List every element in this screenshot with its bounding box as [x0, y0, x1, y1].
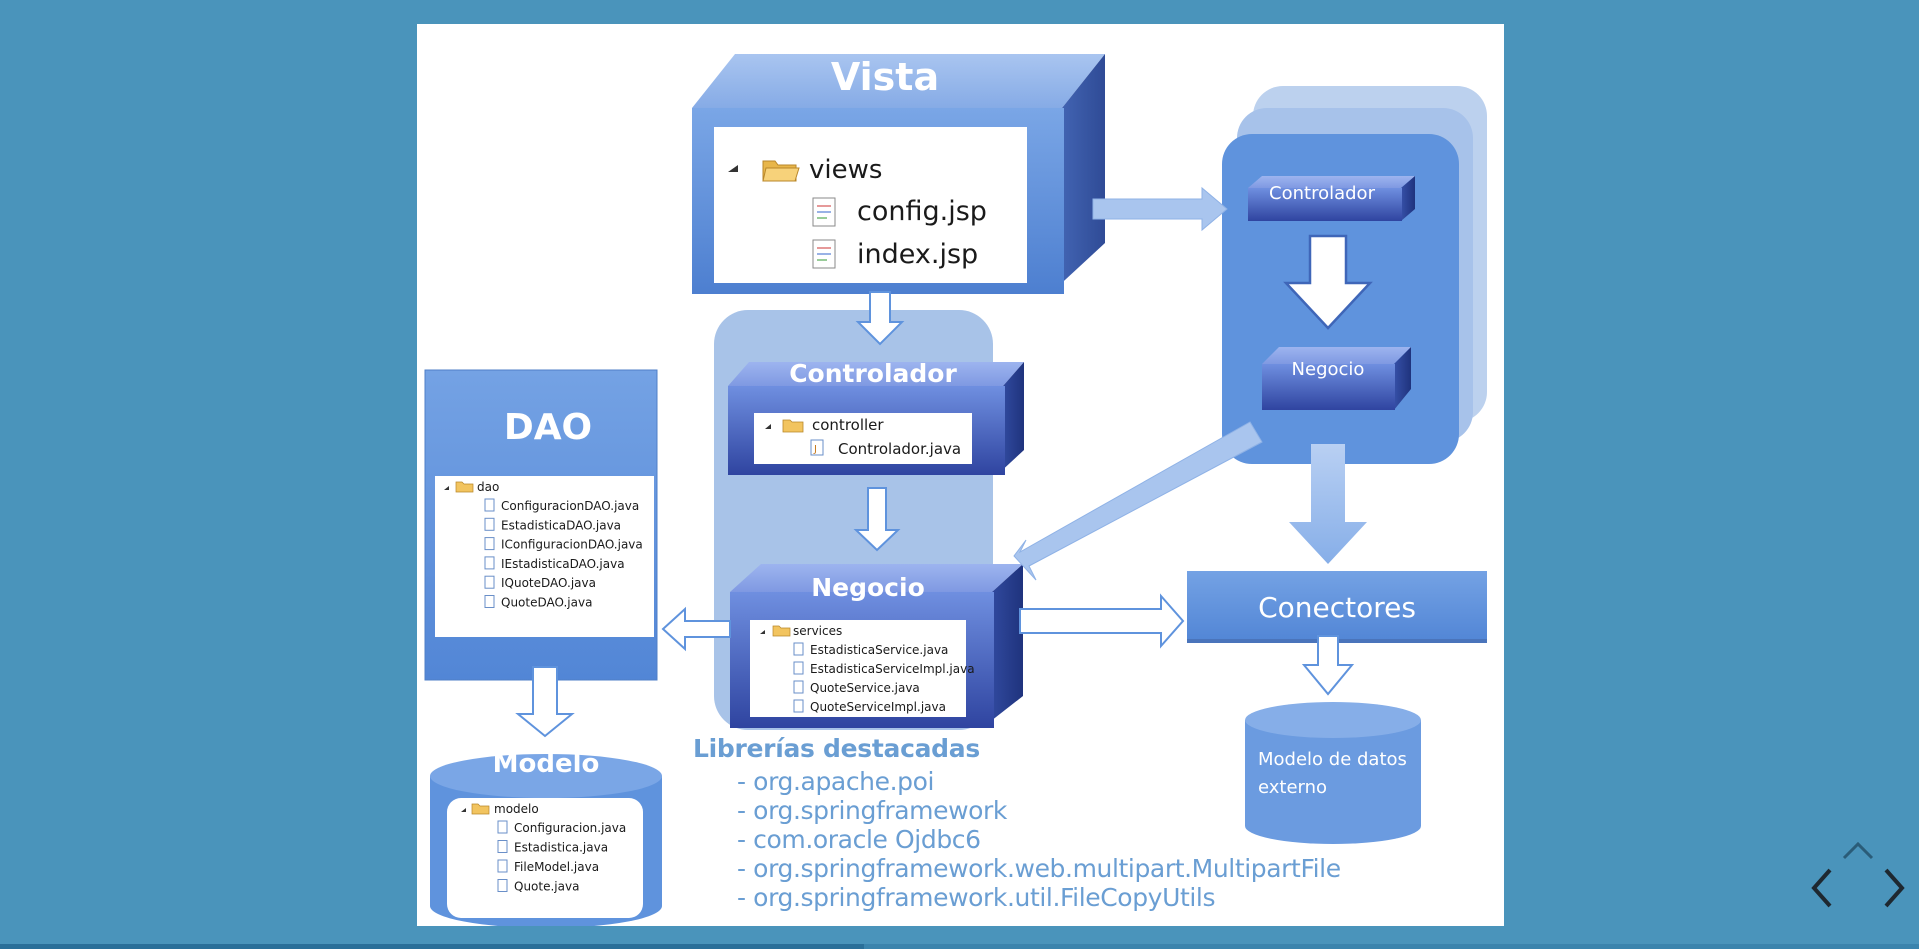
modelo-file-tree: [447, 798, 643, 918]
external-negocio-label: Negocio: [1292, 359, 1365, 380]
arrow-external-to-negocio: [1013, 421, 1263, 581]
nav-prev-button[interactable]: [1808, 866, 1836, 910]
file-name: Estadistica.java: [514, 841, 608, 855]
vista-folder-label: views: [809, 155, 882, 185]
library-item: - com.oracle Ojdbc6: [737, 825, 981, 854]
vista-box: Vista views config.jsp index.jsp: [692, 54, 1105, 294]
file-name: EstadisticaServiceImpl.java: [810, 662, 975, 676]
jsp-file-icon: [812, 197, 836, 227]
java-file-icon: [793, 680, 804, 694]
dao-title: DAO: [504, 407, 592, 448]
svg-text:J: J: [813, 444, 817, 455]
java-file-icon: [497, 820, 508, 834]
folder-icon: [772, 625, 791, 637]
file-name: QuoteService.java: [810, 681, 920, 695]
jsp-file-icon: [812, 239, 836, 269]
java-file-icon: [497, 859, 508, 873]
arrow-dao-to-modelo: [515, 666, 575, 738]
java-file-icon: [497, 879, 508, 892]
external-data-model-line1: Modelo de datos: [1258, 749, 1407, 770]
file-name: IQuoteDAO.java: [501, 576, 596, 590]
external-system-stack: Controlador Negocio: [1222, 86, 1487, 464]
file-name: Configuracion.java: [514, 821, 626, 835]
dao-file-list: ConfiguracionDAO.javaEstadisticaDAO.java…: [484, 498, 643, 610]
libraries-title: Librerías destacadas: [693, 734, 980, 763]
vista-file-1: index.jsp: [857, 239, 978, 270]
modelo-cylinder: Modelo modelo: [430, 749, 662, 926]
controlador-file-0: Controlador.java: [838, 440, 961, 458]
arrow-vista-to-external: [1092, 186, 1228, 232]
library-item: - org.springframework: [737, 796, 1007, 825]
chevron-right-icon: [1884, 868, 1905, 908]
file-name: QuoteDAO.java: [501, 596, 592, 610]
libraries-list: - org.apache.poi - org.springframework -…: [693, 767, 1473, 912]
folder-icon: [471, 803, 490, 815]
file-name: FileModel.java: [514, 860, 599, 874]
folder-icon: [455, 481, 474, 493]
java-file-icon: [484, 517, 495, 531]
java-file-icon: [484, 595, 495, 608]
library-item: - org.springframework.util.FileCopyUtils: [737, 883, 1216, 912]
negocio-folder-label: services: [793, 624, 842, 638]
architecture-diagram: Vista views config.jsp index.jsp: [424, 54, 1487, 926]
controlador-box: Controlador controller J Controlador.jav…: [728, 359, 1024, 475]
java-file-icon: [484, 498, 495, 512]
file-name: IConfiguracionDAO.java: [501, 538, 643, 552]
folder-icon: [782, 419, 804, 433]
negocio-file-list: EstadisticaService.javaEstadisticaServic…: [793, 642, 975, 714]
arrow-conectores-to-datos: [1301, 635, 1355, 696]
dao-box: DAO dao: [424, 369, 658, 681]
java-file-icon: J: [810, 439, 824, 456]
folder-icon: [762, 160, 800, 182]
external-controlador-label: Controlador: [1269, 183, 1376, 204]
java-file-icon: [793, 699, 804, 713]
arrow-external-down: [1283, 234, 1373, 330]
conectores-box: Conectores: [1187, 571, 1487, 643]
file-name: EstadisticaDAO.java: [501, 518, 621, 532]
file-name: ConfiguracionDAO.java: [501, 499, 639, 513]
file-name: IEstadisticaDAO.java: [501, 557, 625, 571]
arrow-negocio-to-dao: [661, 606, 731, 652]
conectores-label: Conectores: [1258, 591, 1416, 624]
file-name: EstadisticaService.java: [810, 643, 948, 657]
vista-title: Vista: [831, 55, 939, 99]
library-item: - org.apache.poi: [737, 767, 935, 796]
progress-bar: [0, 944, 1919, 949]
chevron-left-icon: [1811, 868, 1832, 908]
negocio-box: Negocio services: [730, 564, 1023, 728]
arrow-controlador-to-negocio: [853, 487, 901, 552]
java-file-icon: [484, 556, 495, 570]
modelo-title: Modelo: [493, 749, 600, 779]
negocio-title: Negocio: [811, 573, 925, 602]
library-item: - org.springframework.web.multipart.Mult…: [737, 854, 1341, 883]
modelo-folder-label: modelo: [494, 802, 539, 816]
file-name: QuoteServiceImpl.java: [810, 700, 946, 714]
controlador-folder-label: controller: [812, 416, 884, 434]
java-file-icon: [497, 840, 508, 853]
java-file-icon: [793, 642, 804, 656]
java-file-icon: [484, 537, 495, 551]
progress-bar-fill: [0, 944, 864, 949]
vista-file-tree: [714, 127, 1027, 283]
external-data-model-line2: externo: [1258, 777, 1327, 798]
java-file-icon: [793, 661, 804, 675]
dao-folder-label: dao: [477, 480, 499, 494]
java-file-icon: [484, 575, 495, 589]
dao-file-tree: [435, 476, 654, 637]
arrow-vista-to-controlador: [855, 291, 905, 346]
external-data-model-cylinder: Modelo de datos externo: [1245, 702, 1421, 844]
modelo-file-list: Configuracion.javaEstadistica.javaFileMo…: [497, 820, 626, 894]
file-name: Quote.java: [514, 880, 579, 894]
libraries-section: Librerías destacadas - org.apache.poi - …: [693, 734, 1473, 912]
vista-file-0: config.jsp: [857, 196, 987, 227]
chevron-up-icon: [1842, 841, 1874, 860]
slide: Vista views config.jsp index.jsp: [417, 24, 1504, 926]
arrow-external-to-conectores: [1289, 444, 1367, 564]
arrow-negocio-to-conectores: [1019, 593, 1185, 649]
nav-up-button[interactable]: [1840, 838, 1876, 862]
controlador-title: Controlador: [789, 359, 957, 388]
nav-next-button[interactable]: [1880, 866, 1908, 910]
